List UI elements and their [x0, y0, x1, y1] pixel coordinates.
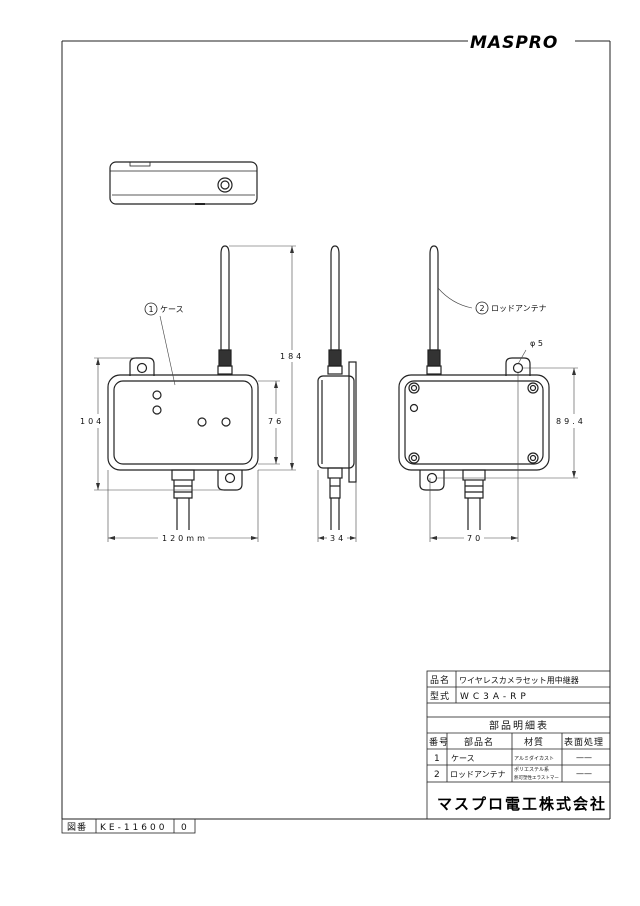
hole-diameter-label: φ 5 [530, 339, 543, 348]
dim-height: 104 [80, 417, 104, 426]
dim-width: 120mm [162, 534, 208, 543]
model-label: 型式 [430, 690, 450, 702]
row1-part-name: ケース [451, 754, 475, 763]
dim-hole-pitch-w: 70 [467, 534, 483, 543]
title-block-lines [61, 670, 611, 834]
drawing-number: KE-11600 [100, 823, 167, 833]
part2-label: ロッドアンテナ [491, 304, 547, 313]
product-name-label: 品名 [430, 674, 450, 686]
dimension-arrows [96, 246, 576, 540]
part1-label: ケース [160, 305, 184, 314]
side-view [317, 245, 357, 530]
dim-hole-pitch-h: 89.4 [556, 417, 586, 426]
dim-inner-height: 76 [268, 417, 284, 426]
col-header-material: 材質 [524, 736, 544, 748]
rear-view [398, 245, 550, 530]
part2-callout: 2 ロッドアンテナ [475, 301, 547, 315]
col-header-part-name: 部品名 [464, 736, 494, 748]
col-header-number: 番号 [429, 736, 449, 748]
revision-number: 0 [181, 823, 188, 833]
row1-number: 1 [434, 754, 441, 764]
parts-table-title: 部品明細表 [489, 719, 549, 732]
top-view [109, 161, 258, 205]
row2-material-line2: 熱可塑性エラストマー [514, 774, 559, 781]
model-number: WC3A-RP [460, 692, 530, 702]
part1-callout: 1 ケース [144, 302, 184, 316]
product-name: ワイヤレスカメラセット用中継器 [459, 675, 579, 685]
dim-total-height: 184 [280, 352, 304, 361]
row2-number: 2 [434, 770, 441, 780]
row2-part-name: ロッドアンテナ [450, 770, 506, 779]
row1-material: アルミダイカスト [514, 755, 554, 762]
row2-finish: —— [576, 769, 592, 778]
part1-number: 1 [149, 305, 154, 314]
part2-number: 2 [480, 304, 485, 313]
drawing-number-label: 図番 [67, 821, 87, 833]
drawing-frame [61, 40, 611, 820]
col-header-finish: 表面処理 [564, 736, 604, 748]
front-view [107, 245, 259, 530]
company-name: マスプロ電工株式会社 [437, 795, 607, 813]
dim-depth: 34 [330, 534, 346, 543]
row1-finish: —— [576, 753, 592, 762]
maspro-logo: MASPRO [470, 33, 558, 53]
row2-material-line1: ポリエステル系 [514, 766, 549, 773]
